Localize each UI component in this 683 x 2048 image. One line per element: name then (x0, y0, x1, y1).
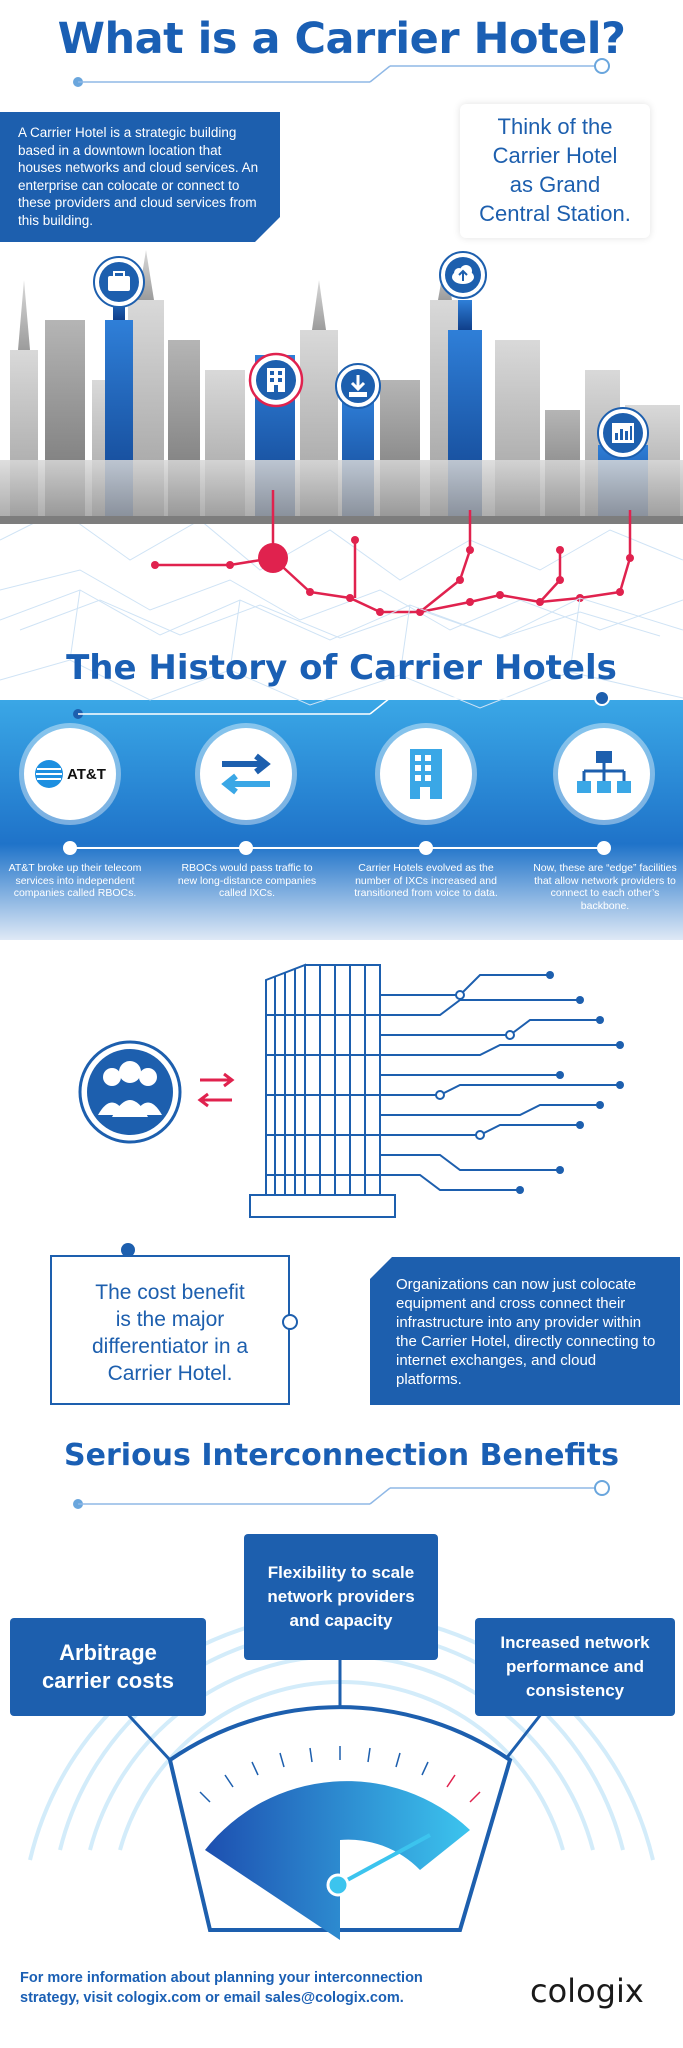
network-mesh-decoration (0, 589, 683, 709)
history-step-4-text: Now, these are “edge” facilities that al… (533, 862, 677, 912)
bar-chart-icon (597, 407, 649, 459)
benefit-3-line-1: Increased network (500, 1633, 650, 1652)
benefits-title: Serious Interconnection Benefits (64, 1438, 619, 1473)
page-title: What is a Carrier Hotel? (57, 14, 626, 64)
download-icon (335, 363, 381, 409)
benefit-arbitrage: Arbitrage carrier costs (10, 1618, 206, 1716)
history-title-underline (73, 690, 610, 719)
building-icon (248, 352, 304, 408)
footer-line-2: strategy, visit cologix.com or email sal… (20, 1990, 404, 2006)
callout-line-2: Carrier Hotel (492, 143, 618, 168)
cost-benefit-callout: The cost benefit is the major differenti… (50, 1255, 290, 1405)
history-step-1-text: AT&T broke up their telecom services int… (8, 862, 142, 899)
city-skyline-illustration (0, 250, 683, 639)
footer-line-1: For more information about planning your… (20, 1970, 423, 1986)
history-step-3-text: Carrier Hotels evolved as the number of … (354, 862, 498, 899)
history-step-2-text: RBOCs would pass traffic to new long-dis… (177, 862, 317, 899)
network-hierarchy-icon (558, 728, 650, 820)
benefit-3-line-2: performance and (506, 1657, 644, 1676)
callout-line-1: Think of the (497, 114, 613, 139)
exchange-arrows-icon (200, 728, 292, 820)
title-underline-decoration (73, 58, 610, 87)
cologix-logo: cologix (530, 1972, 644, 2010)
benefit-performance: Increased network performance and consis… (475, 1618, 675, 1716)
benefit-1-line-1: Arbitrage (59, 1640, 157, 1665)
building-icon (380, 728, 472, 820)
benefit-1-line-2: carrier costs (41, 1668, 175, 1693)
cost-line-1: The cost benefit (95, 1281, 245, 1304)
benefits-title-underline (73, 1480, 610, 1509)
cost-line-4: Carrier Hotel. (107, 1362, 233, 1385)
timeline-line (63, 841, 611, 855)
cost-line-2: is the major (115, 1308, 225, 1331)
history-band (0, 700, 683, 940)
benefit-flexibility: Flexibility to scale network providers a… (244, 1534, 438, 1660)
carrier-hotel-illustration (78, 963, 624, 1218)
benefit-2-line-1: Flexibility to scale (267, 1563, 415, 1582)
cost-line-3: differentiator in a (91, 1335, 249, 1358)
briefcase-icon (93, 256, 145, 308)
callout-line-3: as Grand (509, 172, 601, 197)
cloud-upload-icon (439, 251, 487, 299)
people-icon (78, 1040, 182, 1144)
intro-text-box: A Carrier Hotel is a strategic building … (0, 112, 280, 242)
att-logo-text: AT&T (67, 765, 106, 783)
callout-line-4: Central Station. (479, 201, 631, 226)
footer-contact-text: For more information about planning your… (20, 1968, 480, 2008)
benefit-2-line-3: and capacity (289, 1611, 393, 1630)
grand-central-callout: Think of the Carrier Hotel as Grand Cent… (460, 104, 650, 238)
att-logo-icon: AT&T (24, 728, 116, 820)
organizations-text-box: Organizations can now just colocate equi… (370, 1257, 680, 1405)
history-title: The History of Carrier Hotels (66, 648, 617, 688)
benefit-3-line-3: consistency (525, 1681, 625, 1700)
cost-callout-decoration (121, 1243, 298, 1330)
benefit-2-line-2: network providers (267, 1587, 415, 1606)
